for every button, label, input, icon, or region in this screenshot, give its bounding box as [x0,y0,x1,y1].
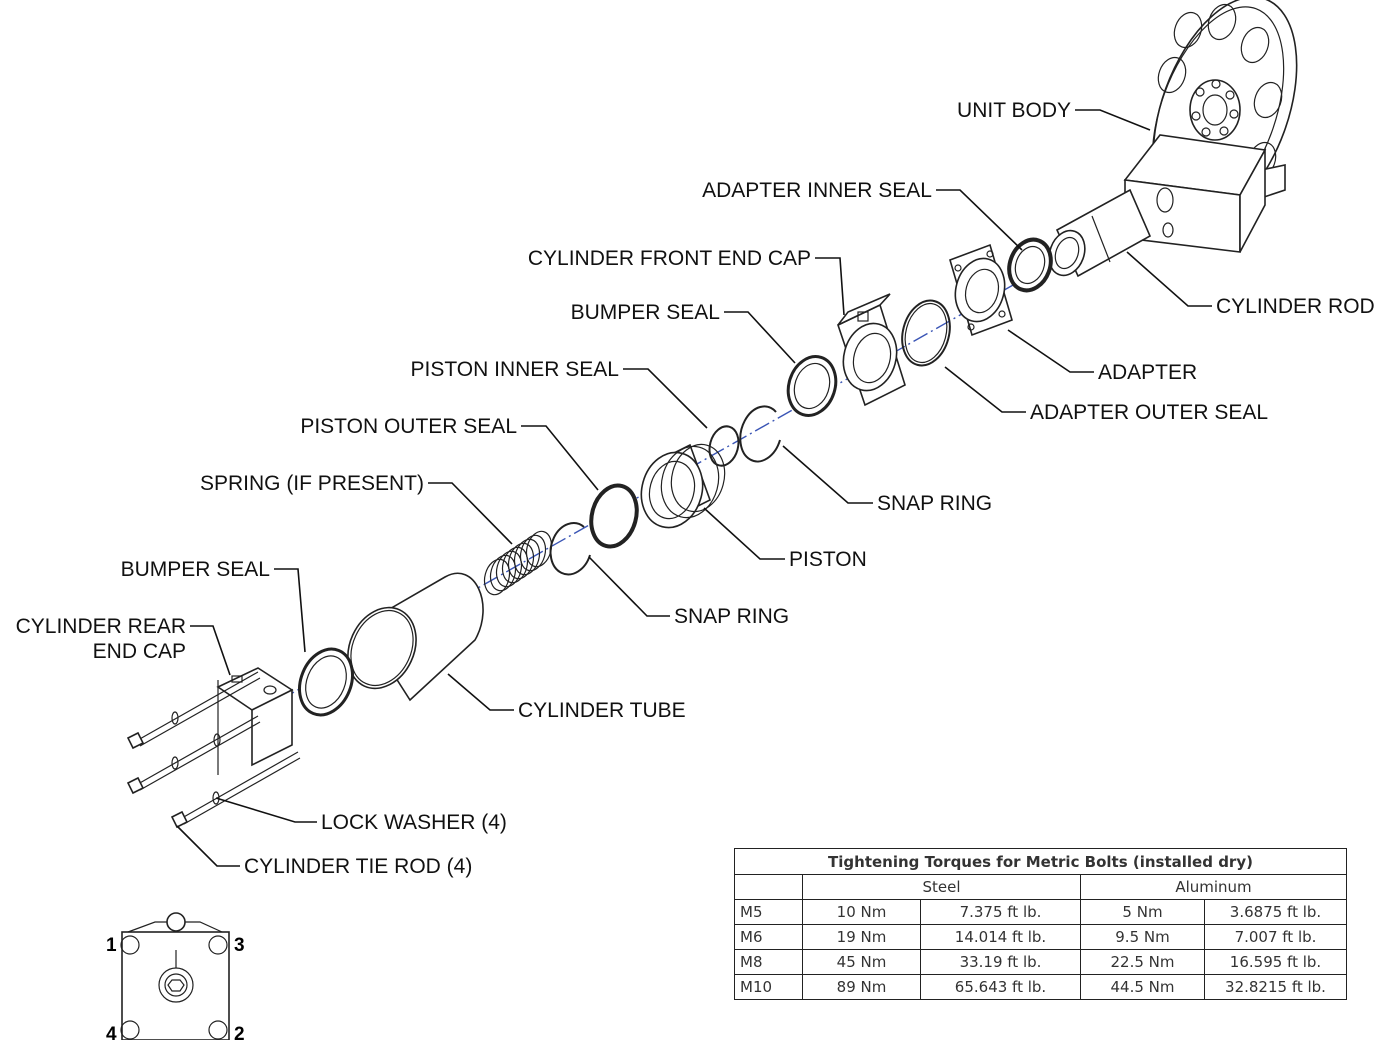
aluminum-nm: 9.5 Nm [1080,924,1205,950]
bolt-size: M6 [734,924,803,950]
steel-nm: 10 Nm [802,899,921,925]
steel-ftlb: 7.375 ft lb. [920,899,1081,925]
label-bumper-seal-rear: BUMPER SEAL [121,558,270,581]
aluminum-ftlb: 7.007 ft lb. [1204,924,1347,950]
cylinder-tie-rods [126,671,301,829]
label-snap-ring-front: SNAP RING [877,492,992,515]
bolt-position-3: 3 [234,935,245,956]
steel-ftlb: 65.643 ft lb. [920,974,1081,1000]
torque-table-title: Tightening Torques for Metric Bolts (ins… [734,848,1347,875]
cylinder-rod [1048,188,1152,278]
label-adapter-inner-seal: ADAPTER INNER SEAL [702,179,932,202]
aluminum-ftlb: 3.6875 ft lb. [1204,899,1347,925]
bolt-position-1: 1 [106,935,117,956]
aluminum-nm: 5 Nm [1080,899,1205,925]
end-cap-bolt-pattern-view: 1 3 4 2 [106,912,245,1040]
unit-body [1123,0,1298,253]
piston-outer-seal [589,483,639,549]
leader-lines [176,109,1212,867]
aluminum-nm: 22.5 Nm [1080,949,1205,975]
label-lock-washer: LOCK WASHER (4) [321,811,507,834]
steel-nm: 89 Nm [802,974,921,1000]
steel-ftlb: 33.19 ft lb. [920,949,1081,975]
bolt-size: M8 [734,949,803,975]
table-row: M6 19 Nm 14.014 ft lb. 9.5 Nm 7.007 ft l… [734,924,1347,950]
label-piston: PISTON [789,548,867,571]
steel-nm: 45 Nm [802,949,921,975]
spring [483,530,553,596]
label-piston-outer-seal: PISTON OUTER SEAL [300,415,517,438]
label-spring: SPRING (IF PRESENT) [200,472,424,495]
label-adapter-outer-seal: ADAPTER OUTER SEAL [1030,401,1268,424]
aluminum-ftlb: 16.595 ft lb. [1204,949,1347,975]
bolt-size: M5 [734,899,803,925]
label-cylinder-tube: CYLINDER TUBE [518,699,686,722]
torque-table-group-row: Steel Aluminum [734,874,1347,900]
bumper-seal-rear [298,647,354,717]
label-cylinder-rear-end-cap-line2: END CAP [93,640,186,663]
torque-group-aluminum: Aluminum [1080,874,1347,900]
label-cylinder-tie-rod: CYLINDER TIE ROD (4) [244,855,472,878]
bolt-size: M10 [734,974,803,1000]
torque-group-steel: Steel [802,874,1081,900]
table-row: M10 89 Nm 65.643 ft lb. 44.5 Nm 32.8215 … [734,974,1347,1000]
aluminum-ftlb: 32.8215 ft lb. [1204,974,1347,1000]
label-cylinder-rear-end-cap-line1: CYLINDER REAR [16,615,186,638]
cylinder-front-end-cap [837,293,906,407]
table-row: M5 10 Nm 7.375 ft lb. 5 Nm 3.6875 ft lb. [734,899,1347,925]
snap-ring-rear [549,522,591,576]
table-row: M8 45 Nm 33.19 ft lb. 22.5 Nm 16.595 ft … [734,949,1347,975]
label-adapter: ADAPTER [1098,361,1197,384]
cylinder-tube [347,572,484,702]
cylinder-rear-end-cap [216,667,294,767]
bolt-position-4: 4 [106,1024,117,1040]
adapter-outer-seal [901,299,951,367]
bumper-seal-front [786,355,838,417]
adapter-inner-seal [1007,237,1053,293]
label-snap-ring-rear: SNAP RING [674,605,789,628]
label-cylinder-front-end-cap: CYLINDER FRONT END CAP [528,247,811,270]
piston [640,443,726,529]
torque-table-title-row: Tightening Torques for Metric Bolts (ins… [734,848,1347,875]
piston-inner-seal [708,425,740,467]
aluminum-nm: 44.5 Nm [1080,974,1205,1000]
label-piston-inner-seal: PISTON INNER SEAL [410,358,619,381]
part-labels: UNIT BODY ADAPTER INNER SEAL CYLINDER FR… [16,99,1375,878]
torque-table: Tightening Torques for Metric Bolts (ins… [734,848,1347,1000]
snap-ring-front [739,405,781,463]
label-unit-body: UNIT BODY [957,99,1071,122]
bolt-position-2: 2 [234,1024,245,1040]
label-bumper-seal-front: BUMPER SEAL [571,301,720,324]
steel-nm: 19 Nm [802,924,921,950]
steel-ftlb: 14.014 ft lb. [920,924,1081,950]
torque-table-corner [734,874,803,900]
label-cylinder-rod: CYLINDER ROD [1216,295,1375,318]
adapter [949,243,1013,337]
